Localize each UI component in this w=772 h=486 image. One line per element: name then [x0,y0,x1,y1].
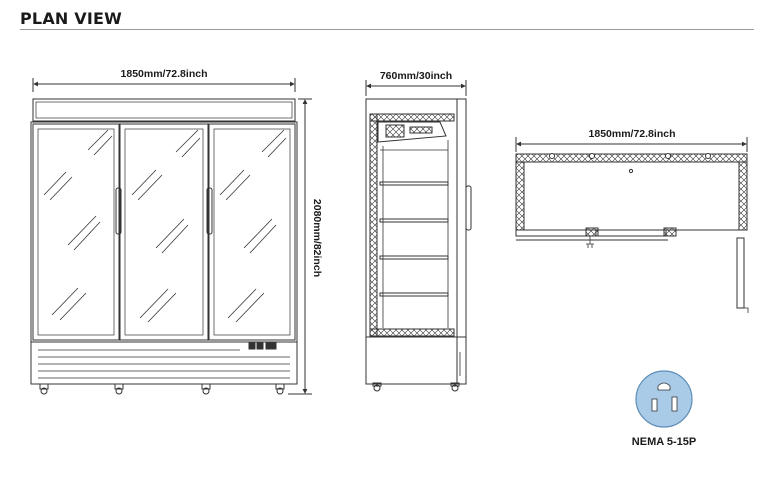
top-insulation-left [515,161,525,231]
front-header-inner [35,101,293,119]
top-hinge-left [585,227,599,237]
side-view [365,80,472,392]
top-door-left [515,229,597,237]
front-width-label: 1850mm/72.8inch [121,68,208,80]
side-depth-label: 760mm/30inch [380,70,452,82]
top-door-center [595,229,667,237]
plug-face [635,370,693,428]
top-back-vents [549,153,711,159]
glass-reflections [43,129,287,323]
side-insulation-top [369,113,455,122]
front-height-label: 2080mm/82inch [311,199,323,277]
door-center-glass [124,128,204,336]
front-base [30,341,298,385]
door-right-handle [206,187,213,235]
door-center [119,123,209,341]
top-drain-point [628,168,634,174]
top-handle-symbol [586,236,594,248]
top-insulation-right [738,161,748,231]
side-door-profile [456,98,467,338]
shelf-2 [379,218,449,223]
plug-neutral-slot [651,398,658,412]
side-door-handle [465,185,472,231]
control-switch-1 [248,342,256,350]
side-shelves [379,149,449,297]
base-louvers [38,349,290,379]
evaporator-housing [377,121,447,143]
side-insulation-bottom [369,328,455,337]
evaporator-coil [385,124,405,138]
control-display [265,342,277,350]
top-door-open-right [736,237,745,309]
side-base [365,336,467,385]
top-view [515,137,749,313]
door-left-handle [115,187,122,235]
plug-label: NEMA 5-15P [632,436,696,448]
top-cabinet-outline [515,153,748,231]
front-casters [39,383,285,395]
door-right [208,123,296,341]
plug-ground-pin [657,382,671,391]
top-width-label: 1850mm/72.8inch [589,128,676,140]
shelf-1 [379,181,449,186]
top-door-open-latch [744,307,749,313]
front-header-panel [32,98,296,122]
fan-unit [409,126,433,134]
control-switch-2 [256,342,264,350]
door-right-glass [213,128,291,336]
plug-hot-slot [671,396,678,412]
side-casters [372,382,460,392]
top-insulation-back [515,153,748,163]
nema-plug-icon [635,370,693,428]
title-divider [20,29,754,30]
door-left-glass [37,128,115,336]
page-title: PLAN VIEW [20,9,122,28]
door-left [32,123,120,341]
top-hinge-right [663,227,677,237]
shelf-3 [379,255,449,260]
front-view [30,78,312,395]
shelf-4 [379,292,449,297]
side-insulation-back [369,113,378,337]
